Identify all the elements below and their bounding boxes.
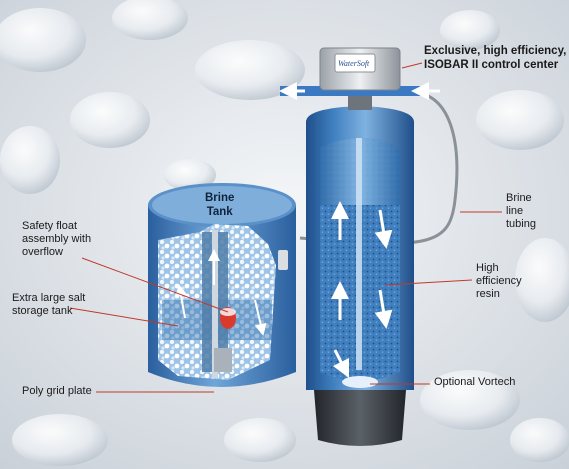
brine-tank (148, 183, 296, 387)
label-safety-float: Safety float assembly with overflow (22, 220, 92, 258)
logo-text: WaterSoft (338, 59, 370, 68)
label-control-center: Exclusive, high efficiency, ISOBAR II co… (424, 45, 567, 71)
overflow-fitting (278, 250, 288, 270)
leader-control-center (401, 62, 423, 69)
grid-plate-screen (214, 348, 232, 372)
leader-salt-tank (69, 307, 179, 327)
leader-lines (69, 62, 502, 393)
label-vortech: Optional Vortech (434, 376, 516, 388)
leader-safety-float (81, 257, 229, 313)
label-brine-tank: Brine Tank (205, 192, 235, 218)
label-grid-plate: Poly grid plate (22, 385, 92, 397)
label-salt-tank: Extra large salt storage tank (12, 292, 86, 317)
label-brine-line: Brine line tubing (506, 192, 536, 230)
distributor-tube (356, 138, 362, 370)
label-resin: High efficiency resin (476, 262, 522, 300)
valve-pipe (280, 86, 420, 96)
control-head (279, 47, 440, 110)
vortech-plate (342, 376, 378, 388)
leader-resin (385, 279, 473, 286)
resin-tank (306, 106, 414, 446)
tank-base (314, 390, 406, 446)
